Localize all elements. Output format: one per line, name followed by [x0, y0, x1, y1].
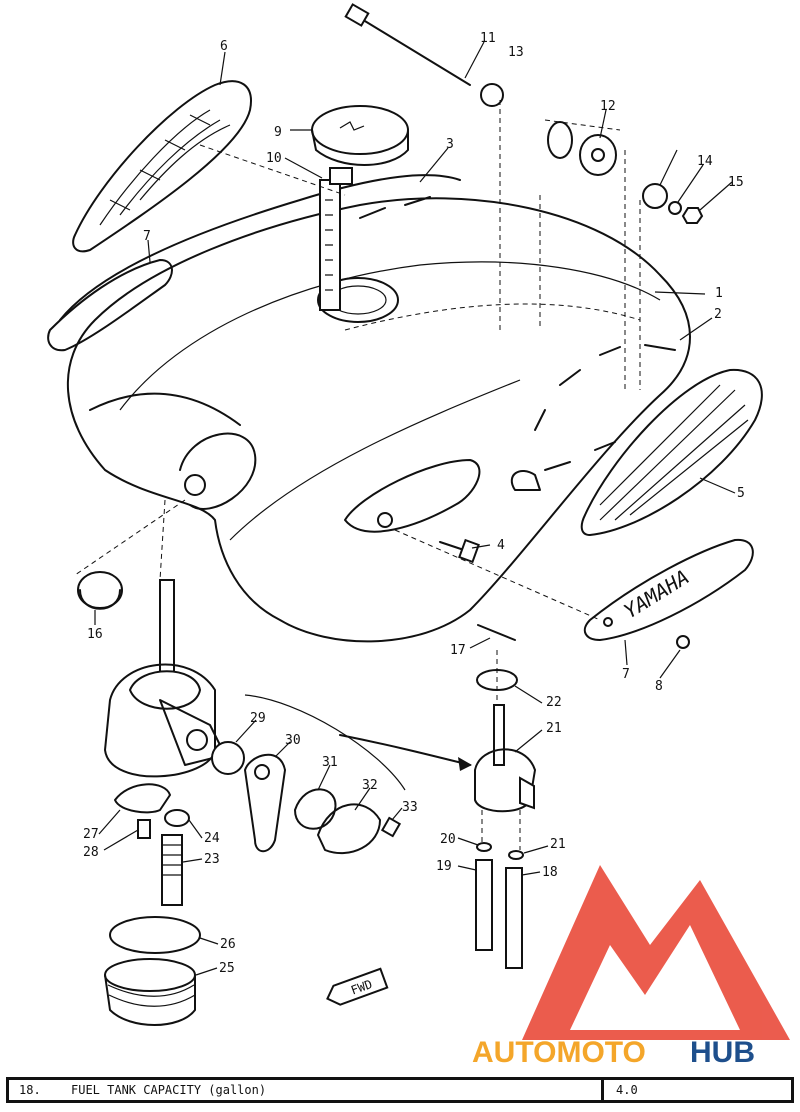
callout: 17 — [450, 643, 466, 658]
callout: 14 — [697, 154, 713, 169]
callout: 20 — [440, 832, 456, 847]
callout: 32 — [362, 778, 378, 793]
callout: 24 — [204, 831, 220, 846]
fuel-cap — [311, 105, 409, 166]
callout: 26 — [220, 937, 236, 952]
packing — [211, 741, 245, 775]
emblem-screw — [676, 635, 690, 649]
washer — [480, 83, 504, 107]
screw — [137, 819, 151, 839]
callout: 30 — [285, 733, 301, 748]
callout: 16 — [87, 627, 103, 642]
spec-label: FUEL TANK CAPACITY (gallon) — [71, 1083, 267, 1097]
callout: 28 — [83, 845, 99, 860]
cover-plate — [317, 803, 381, 855]
callout: 13 — [508, 45, 524, 60]
callout: 18 — [542, 865, 558, 880]
lever — [244, 753, 286, 853]
callout: 12 — [600, 99, 616, 114]
clip-right — [508, 850, 524, 860]
clip-left — [476, 842, 492, 852]
automotohub-logo — [522, 865, 790, 1040]
rear-bracket — [59, 174, 461, 321]
fuel-gauge — [319, 167, 353, 311]
grommet — [77, 571, 123, 610]
watermark-brand-b: HUB — [690, 1036, 755, 1069]
fwd-label: FWD — [349, 977, 374, 998]
callout: 1 — [715, 286, 723, 301]
yamaha-emblem: YAMAHA — [583, 538, 754, 641]
callout: 4 — [497, 538, 505, 553]
mounting-bolt — [439, 538, 480, 564]
callout: 23 — [204, 852, 220, 867]
fuel-hose-left — [475, 859, 493, 951]
plain-washer — [642, 183, 668, 209]
callout: 6 — [220, 39, 228, 54]
callout: 8 — [655, 679, 663, 694]
callout: 21 — [550, 837, 566, 852]
callout: 7 — [143, 229, 151, 244]
callout: 22 — [546, 695, 562, 710]
strainer — [114, 783, 171, 814]
spec-value: 4.0 — [601, 1080, 791, 1100]
screw-34 — [380, 816, 402, 838]
fuel-cock-right — [474, 704, 536, 813]
callout: 31 — [322, 755, 338, 770]
callout: 19 — [436, 859, 452, 874]
washer-25 — [164, 809, 190, 827]
callout: 15 — [728, 175, 744, 190]
callout: 21 — [546, 721, 562, 736]
callout: 9 — [274, 125, 282, 140]
callout: 27 — [83, 827, 99, 842]
fuel-pipe — [477, 624, 516, 641]
knee-grip-right — [580, 368, 763, 536]
fuel-tank-body — [66, 196, 691, 643]
callout: 2 — [714, 307, 722, 322]
sediment-cup — [104, 958, 196, 1026]
callout: 33 — [402, 800, 418, 815]
callout: 29 — [250, 711, 266, 726]
callout: 7 — [622, 667, 630, 682]
tank-damper — [547, 121, 617, 176]
callout: 5 — [737, 486, 745, 501]
fuel-hose-right — [505, 867, 523, 969]
fuel-cock-bolt — [161, 834, 183, 906]
watermark-brand-a: AUTOMOTO — [472, 1036, 646, 1069]
fuel-cock-left — [104, 579, 226, 778]
nut — [681, 207, 704, 224]
fwd-arrow: FWD — [326, 967, 389, 1006]
callout: 25 — [219, 961, 235, 976]
lock-washer — [668, 201, 682, 215]
spec-footer: 18. FUEL TANK CAPACITY (gallon) 4.0 — [6, 1077, 794, 1103]
automotohub-watermark: AUTOMOTO HUB — [472, 865, 790, 1069]
callout-labels: 1 2 3 4 5 6 7 7 8 9 10 11 12 13 14 15 16… — [83, 31, 745, 976]
leader-lines — [94, 41, 736, 976]
callout: 3 — [446, 137, 454, 152]
emblem-text: YAMAHA — [619, 565, 693, 624]
callout: 11 — [480, 31, 496, 46]
long-bolt — [344, 3, 471, 86]
o-ring — [109, 916, 201, 954]
spec-item-number: 18. — [19, 1083, 41, 1097]
knee-pad-left — [72, 80, 252, 253]
wave-washer — [294, 788, 337, 830]
tank-rubber-strip — [47, 259, 241, 426]
callout: 10 — [266, 151, 282, 166]
